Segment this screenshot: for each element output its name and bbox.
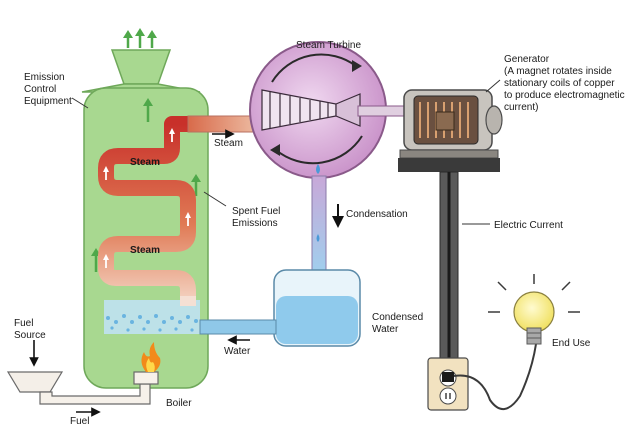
spent-fuel-leader [203,191,227,207]
electric-pole [398,158,500,359]
emission-label-line-3: Equipment [24,96,72,107]
light-bulb-icon [488,274,580,345]
emission-leader [71,97,89,109]
condensation-pipe [311,175,327,277]
condensation-label: Condensation [346,209,408,220]
condensed-water-label-line-2: Water [372,324,399,335]
flame-icon [141,342,161,372]
condensed-water-label-line-1: Condensed [372,312,423,323]
exhaust-arrows-icon [123,28,157,48]
emission-label-line-1: Emission [24,72,65,83]
water-label: Water [224,346,251,357]
fuel-label: Fuel [70,416,89,427]
wall-outlet [427,357,469,411]
steam-coil [98,116,196,306]
steam-turbine [249,41,413,179]
generator-label-line-3: stationary coils of copper [504,78,615,89]
steam-turbine-label: Steam Turbine [296,40,361,51]
end-use-label: End Use [552,338,591,349]
water-pipe [199,319,277,335]
power-cord [453,343,537,410]
water-bubbles [106,314,198,332]
generator-label-line-4: to produce electromagnetic [504,90,625,101]
generator-label-line-1: Generator [504,54,550,65]
generator-leader-line [485,79,501,93]
boiler-label: Boiler [166,398,192,409]
spent-fuel-label-line-1: Spent Fuel [232,206,280,217]
emission-label-line-2: Control [24,84,56,95]
spent-fuel-label-line-2: Emissions [232,218,278,229]
steam-pipe-label: Steam [214,138,243,149]
fuel-source [6,340,159,417]
generator [399,89,503,162]
condensed-water-tank [273,269,361,347]
steam-coil-upper-label: Steam [130,157,160,168]
generator-label-line-5: current) [504,102,538,113]
generator-label-line-2: (A magnet rotates inside [504,66,612,77]
steam-coil-lower-label: Steam [130,245,160,256]
electric-current-label: Electric Current [494,220,563,231]
fuel-source-label-line-2: Source [14,330,46,341]
fuel-source-label-line-1: Fuel [14,318,33,329]
